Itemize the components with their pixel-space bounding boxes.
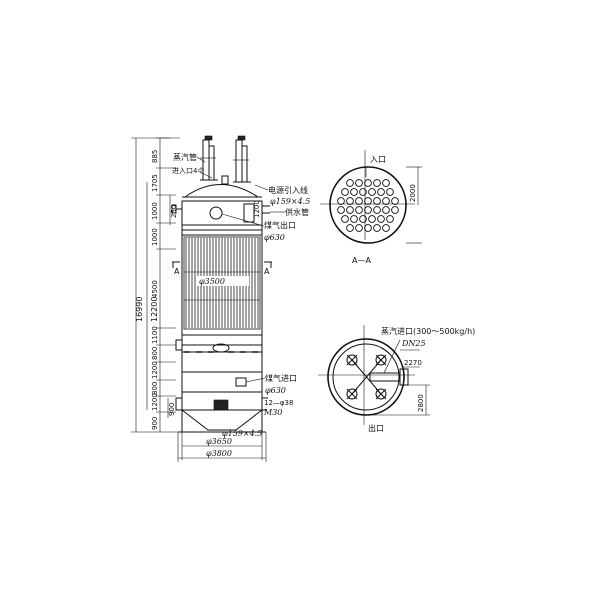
dim-2800: 2800 — [417, 394, 425, 412]
bottom-outlet-label: 出口 — [368, 423, 384, 433]
dim-885: 885 — [151, 150, 159, 163]
pipe-spec-label: φ159×4.5 — [270, 197, 310, 206]
front-view: 16990 12200 885 1705 1000 1000 4500 1100… — [131, 135, 310, 462]
section-aa-view: 入口 2000 A—A — [320, 150, 422, 265]
bottom-shell-circle — [327, 338, 405, 416]
gas-inlet-dia-label: φ630 — [265, 386, 286, 395]
gas-outlet-nozzle — [209, 206, 223, 220]
dim-1200-right: 1200 — [253, 200, 261, 218]
shell-dia-label: φ3500 — [199, 277, 225, 286]
top-dome — [184, 184, 259, 198]
dn-label: DN25 — [401, 339, 426, 348]
dim-900-mid: 900 — [168, 403, 176, 416]
bolts-label: 12—φ38 — [264, 399, 293, 407]
base-dia-1-label: φ3650 — [206, 437, 232, 446]
steam-pipe-label: 蒸汽管 — [173, 152, 197, 162]
dim-1000-b: 1000 — [151, 228, 159, 246]
drain-nozzle — [213, 399, 229, 411]
gas-outlet-dia-label: φ630 — [264, 233, 285, 242]
dim-1100: 1100 — [151, 326, 159, 344]
bolt-thread-label: M30 — [263, 408, 282, 417]
steam-inlet-pipe — [369, 372, 401, 382]
inlet-4-label: 进入口4个 — [172, 167, 204, 175]
bottom-view: 蒸汽进口(300～500kg/h) DN25 2270 2800 出口 — [318, 325, 475, 433]
aa-tube-holes — [337, 179, 399, 232]
dim-2270: 2270 — [404, 359, 422, 367]
dim-4500: 4500 — [151, 280, 159, 298]
gas-inlet-nozzle — [235, 377, 247, 387]
gas-inlet-label: 煤气进口 — [265, 373, 297, 383]
dim-1705: 1705 — [151, 174, 159, 192]
tube-bundle: φ3500 — [183, 236, 261, 330]
dim-900: 900 — [151, 417, 159, 430]
bottom-pipe-label: φ159×4.5 — [222, 429, 262, 438]
svg-text:A: A — [264, 267, 270, 276]
water-supply-label: 供水管 — [285, 207, 309, 217]
dim-1000-a: 1000 — [151, 202, 159, 220]
steam-inlet-label: 蒸汽进口(300～500kg/h) — [381, 326, 475, 336]
dim-800-a: 800 — [151, 347, 159, 360]
section-markers: A A — [172, 261, 272, 276]
bottom-inner-circle — [332, 343, 400, 411]
aa-caption: A—A — [352, 256, 371, 265]
main-height-label: 12200 — [150, 297, 159, 322]
dim-250: 250 — [170, 205, 178, 218]
steam-pipes — [200, 135, 251, 185]
power-lead-label: 电源引入线 — [268, 185, 308, 195]
gas-outlet-label: 煤气出口 — [264, 220, 296, 230]
dim-800-b: 800 — [151, 382, 159, 395]
dim-1200-a: 1200 — [151, 361, 159, 379]
svg-text:A: A — [174, 267, 180, 276]
overall-height-label: 16990 — [135, 297, 144, 322]
aa-dim-2000: 2000 — [409, 184, 417, 202]
aa-shell-circle — [329, 166, 407, 244]
bottom-cone — [181, 409, 263, 431]
base-dia-2-label: φ3800 — [206, 449, 232, 458]
aa-inlet-label: 入口 — [370, 155, 386, 164]
dim-1200-b: 1200 — [151, 393, 159, 411]
